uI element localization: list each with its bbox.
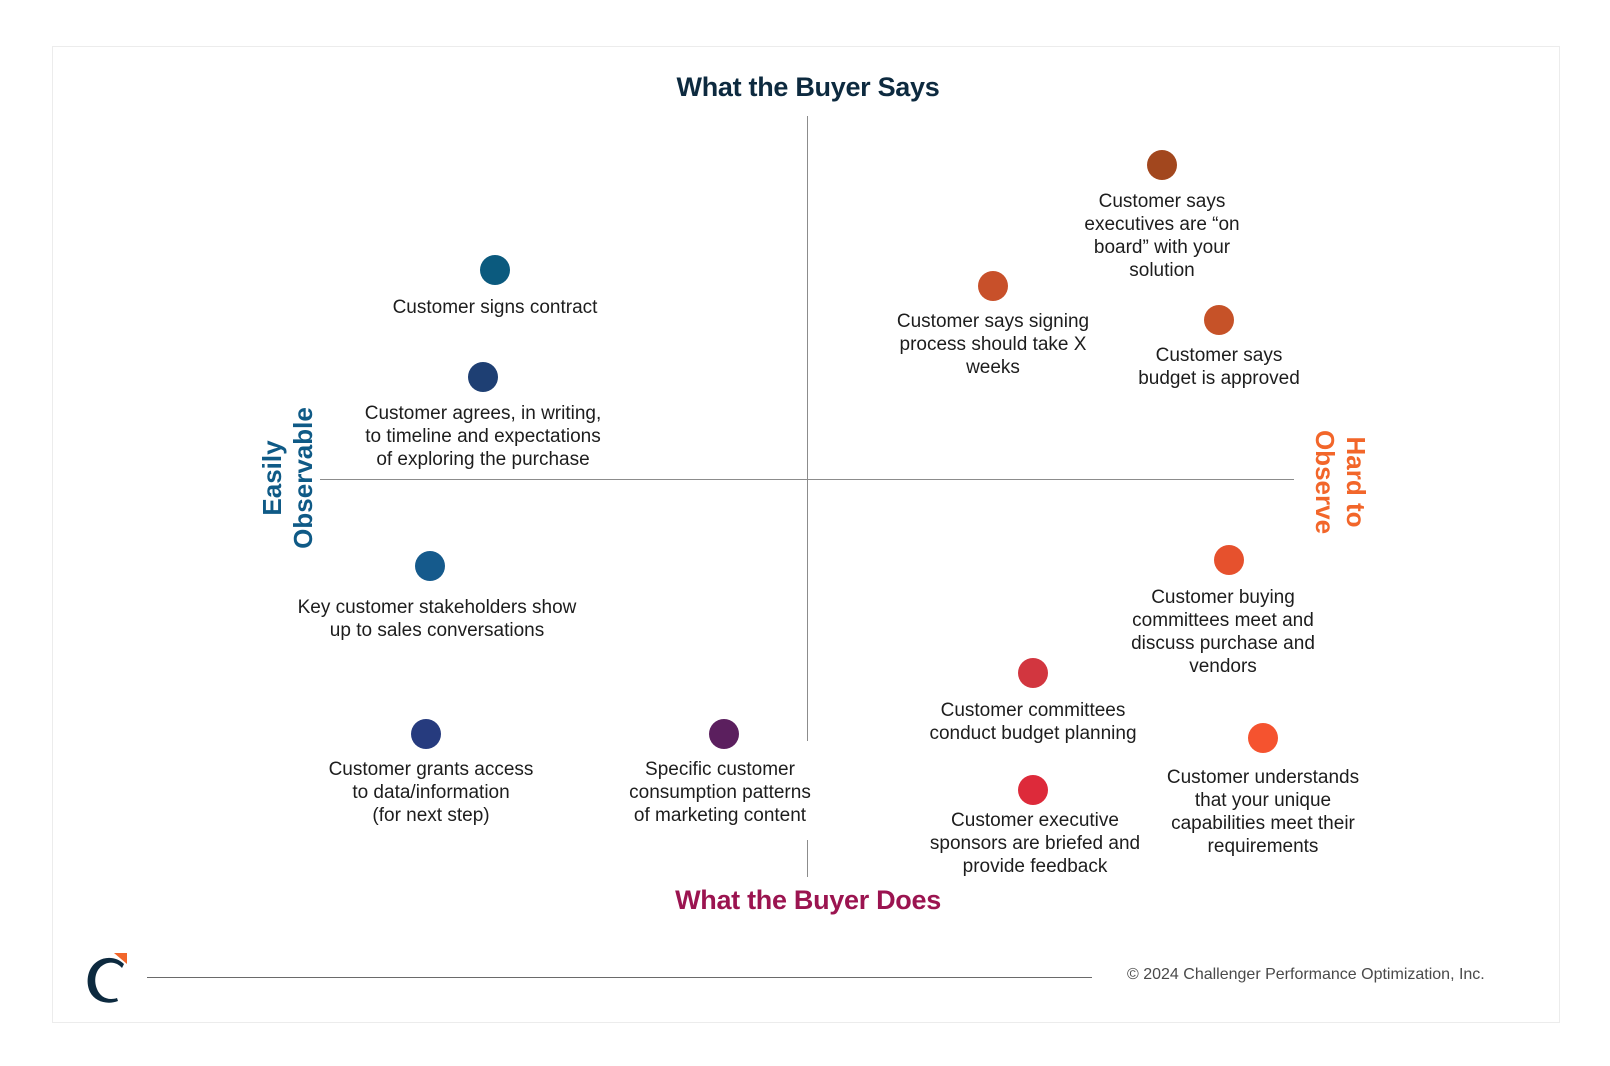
right-axis-title-line: Hard to bbox=[1341, 436, 1371, 528]
item-label: Customer grants access to data/informati… bbox=[271, 758, 591, 827]
item-label: Customer signs contract bbox=[335, 296, 655, 319]
item-dot bbox=[1214, 545, 1244, 575]
item-label-line: consumption patterns bbox=[629, 782, 811, 803]
item-dot bbox=[1248, 723, 1278, 753]
item-label-line: weeks bbox=[966, 357, 1020, 378]
logo-accent-shape bbox=[114, 953, 127, 964]
item-dot bbox=[978, 271, 1008, 301]
item-label-line: to data/information bbox=[352, 782, 510, 803]
item-label: Customer says executives are “on board” … bbox=[1002, 190, 1322, 282]
item-label: Customer says signing process should tak… bbox=[833, 310, 1153, 379]
item-label: Customer executive sponsors are briefed … bbox=[875, 809, 1195, 878]
copyright-text: © 2024 Challenger Performance Optimizati… bbox=[1127, 966, 1485, 983]
item-label-line: provide feedback bbox=[962, 856, 1108, 877]
item-label: Customer committees conduct budget plann… bbox=[873, 699, 1193, 745]
item-dot bbox=[1018, 775, 1048, 805]
item-dot bbox=[468, 362, 498, 392]
item-label-line: capabilities meet their bbox=[1171, 813, 1355, 834]
item-label-line: Customer executive bbox=[951, 810, 1119, 831]
item-label: Specific customer consumption patterns o… bbox=[560, 758, 880, 827]
item-label-line: conduct budget planning bbox=[929, 723, 1137, 744]
item-label: Customer understands that your unique ca… bbox=[1103, 766, 1423, 858]
item-label-line: discuss purchase and bbox=[1131, 633, 1315, 654]
item-label-line: executives are “on bbox=[1084, 214, 1240, 235]
item-label-line: requirements bbox=[1207, 836, 1319, 857]
challenger-logo-icon bbox=[84, 950, 134, 1008]
footer-rule bbox=[147, 977, 1092, 978]
horizontal-axis bbox=[320, 479, 1294, 480]
item-label-line: Customer buying bbox=[1151, 587, 1295, 608]
item-label-line: sponsors are briefed and bbox=[929, 833, 1141, 854]
item-label-line: process should take X bbox=[899, 334, 1087, 355]
item-label-line: Customer says bbox=[1155, 345, 1283, 366]
item-label: Key customer stakeholders show up to sal… bbox=[277, 596, 597, 642]
logo-c-shape bbox=[87, 957, 124, 1003]
bottom-axis-title: What the Buyer Does bbox=[675, 885, 941, 915]
item-dot bbox=[1147, 150, 1177, 180]
item-label-line: board” with your bbox=[1093, 237, 1231, 258]
item-dot bbox=[480, 255, 510, 285]
item-label-line: of exploring the purchase bbox=[376, 449, 590, 470]
item-dot bbox=[1018, 658, 1048, 688]
item-label-line: Customer signs contract bbox=[392, 297, 598, 318]
item-label-line: Customer says signing bbox=[896, 311, 1090, 332]
item-label-line: of marketing content bbox=[633, 805, 807, 826]
item-label-line: Customer committees bbox=[940, 700, 1126, 721]
vertical-axis-lower bbox=[807, 840, 808, 877]
item-label: Customer says budget is approved bbox=[1059, 344, 1379, 390]
item-label-line: Customer agrees, in writing, bbox=[364, 403, 602, 424]
top-axis-title: What the Buyer Says bbox=[676, 72, 940, 102]
item-label-line: Key customer stakeholders show bbox=[297, 597, 577, 618]
item-label-line: Specific customer bbox=[645, 759, 795, 780]
item-label-line: to timeline and expectations bbox=[365, 426, 601, 447]
item-label-line: Customer says bbox=[1098, 191, 1226, 212]
item-label-line: up to sales conversations bbox=[329, 620, 545, 641]
item-label-line: (for next step) bbox=[372, 805, 490, 826]
item-label-line: that your unique bbox=[1194, 790, 1332, 811]
item-dot bbox=[415, 551, 445, 581]
item-dot bbox=[411, 719, 441, 749]
item-dot bbox=[709, 719, 739, 749]
right-axis-title-line: Observe bbox=[1310, 429, 1340, 535]
item-dot bbox=[1204, 305, 1234, 335]
left-axis-title-line: Easily bbox=[257, 440, 287, 516]
item-label-line: Customer understands bbox=[1166, 767, 1360, 788]
item-label: Customer agrees, in writing, to timeline… bbox=[323, 402, 643, 471]
item-label-line: committees meet and bbox=[1132, 610, 1314, 631]
item-label-line: Customer grants access bbox=[328, 759, 534, 780]
item-label-line: solution bbox=[1129, 260, 1195, 281]
item-label-line: budget is approved bbox=[1138, 368, 1300, 389]
right-axis-title: Hard to Observe bbox=[1309, 430, 1371, 534]
item-label-line: vendors bbox=[1189, 656, 1257, 677]
diagram-card bbox=[52, 46, 1560, 1023]
left-axis-title: Easily Observable bbox=[257, 407, 319, 549]
left-axis-title-line: Observable bbox=[288, 407, 318, 549]
vertical-axis-upper bbox=[807, 116, 808, 741]
item-label: Customer buying committees meet and disc… bbox=[1063, 586, 1383, 678]
